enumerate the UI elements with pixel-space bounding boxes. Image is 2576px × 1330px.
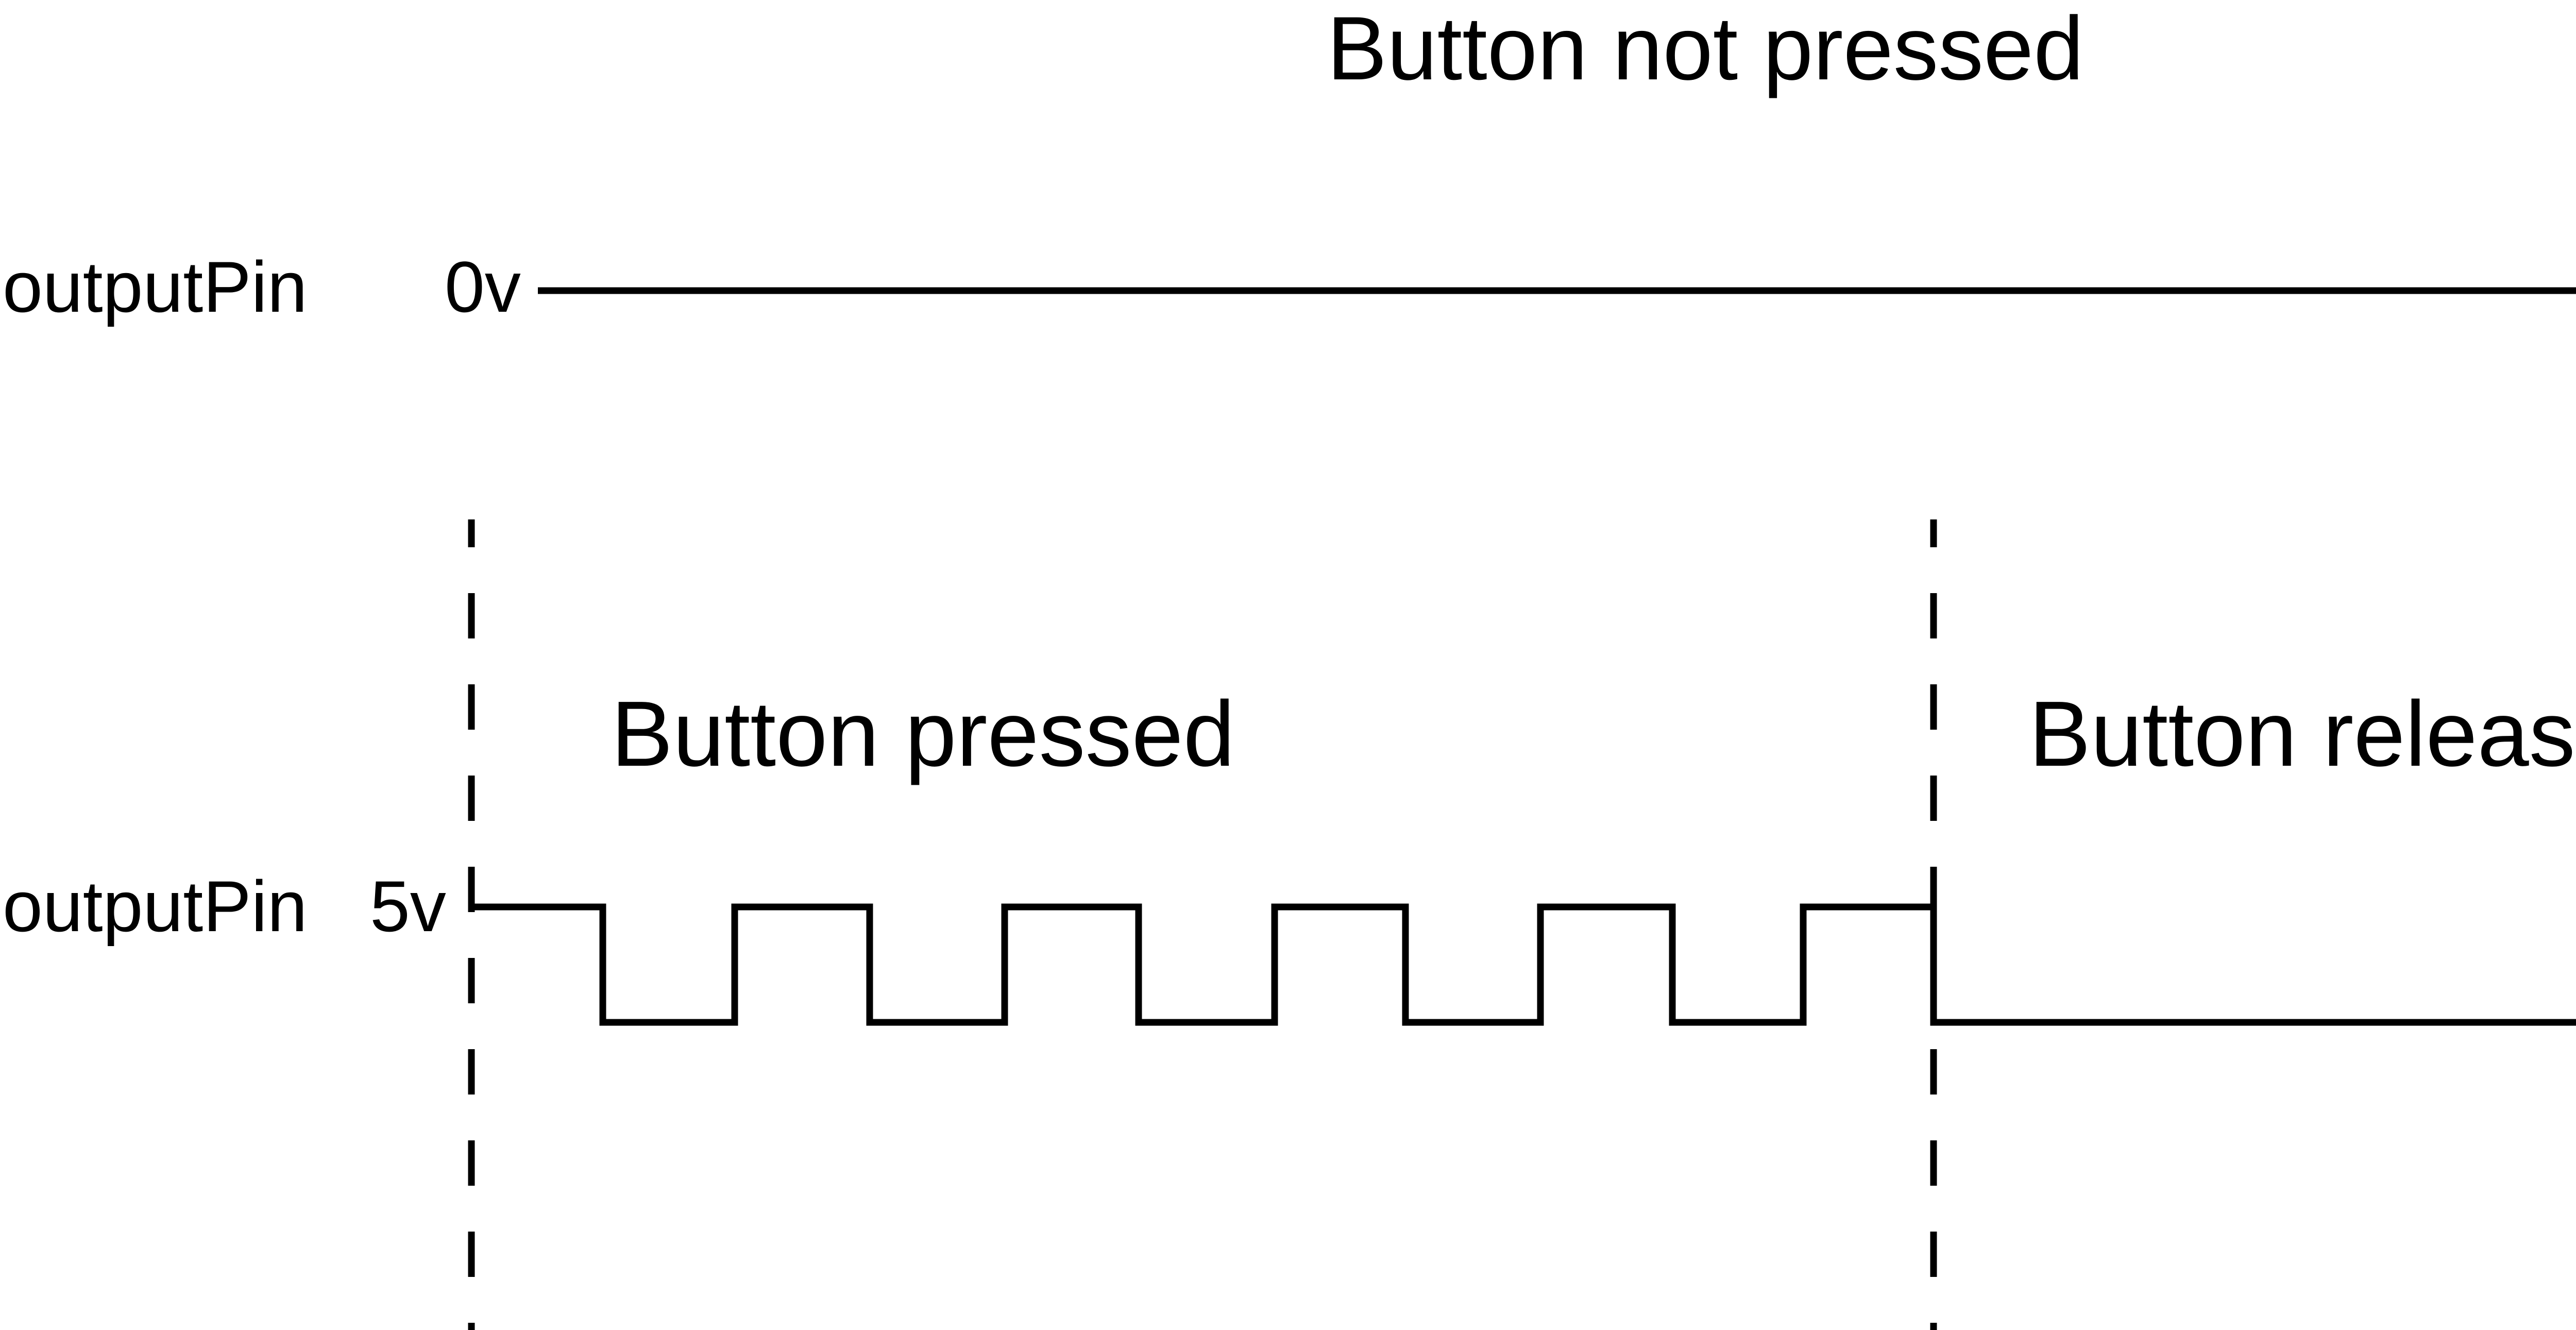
- button-released-label: Button released: [2029, 682, 2576, 786]
- top-0v-label: 0v: [445, 246, 521, 327]
- top-outputpin-label: outputPin: [3, 246, 308, 327]
- button-pressed-label: Button pressed: [611, 682, 1235, 786]
- bottom-outputpin-label: outputPin: [3, 866, 308, 947]
- bottom-5v-label: 5v: [370, 866, 446, 947]
- page-title: Button not pressed: [1327, 0, 2084, 99]
- bounce-waveform: [471, 903, 2576, 1026]
